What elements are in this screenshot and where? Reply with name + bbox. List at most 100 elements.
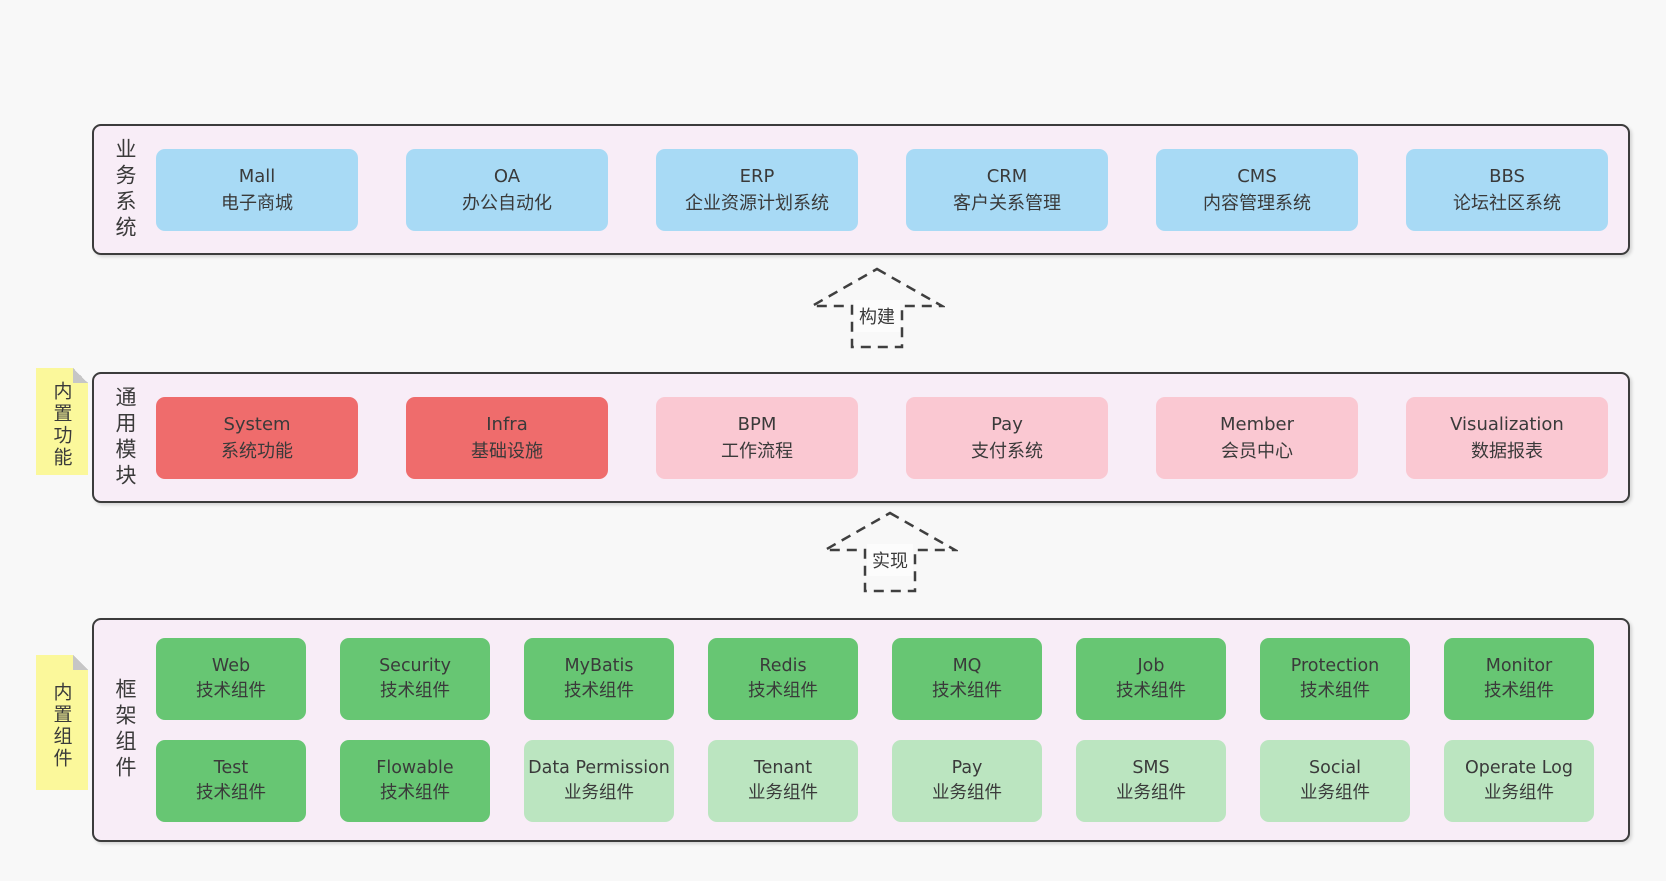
node-subtitle: 基础设施: [471, 440, 543, 462]
node-title: OA: [493, 165, 521, 187]
node-subtitle: 企业资源计划系统: [685, 192, 829, 214]
node-erp: ERP 企业资源计划系统: [656, 148, 858, 231]
node-subtitle: 业务组件: [1300, 783, 1370, 803]
node-subtitle: 业务组件: [748, 783, 818, 803]
node-title: Web: [211, 656, 251, 676]
node-title: Infra: [486, 413, 528, 435]
node-subtitle: 技术组件: [1300, 681, 1370, 701]
node-title: BPM: [737, 413, 777, 435]
node-title: SMS: [1132, 758, 1170, 778]
arrow-build: 构建: [807, 266, 947, 350]
node-operate-log: Operate Log 业务组件: [1444, 740, 1594, 822]
node-title: Security: [379, 656, 451, 676]
node-security: Security 技术组件: [340, 638, 490, 720]
business-node-row: Mall 电子商城 OA 办公自动化 ERP 企业资源计划系统 CRM 客户关系…: [156, 148, 1608, 231]
node-subtitle: 技术组件: [380, 783, 450, 803]
node-title: BBS: [1489, 165, 1525, 187]
modules-node-row: System 系统功能 Infra 基础设施 BPM 工作流程 Pay 支付系统…: [156, 396, 1608, 479]
node-pay: Pay 支付系统: [906, 396, 1108, 479]
node-subtitle: 技术组件: [380, 681, 450, 701]
node-title: Mall: [238, 165, 276, 187]
node-flowable: Flowable 技术组件: [340, 740, 490, 822]
node-subtitle: 技术组件: [196, 681, 266, 701]
node-mybatis: MyBatis 技术组件: [524, 638, 674, 720]
arrow-label: 构建: [854, 300, 900, 332]
dashed-up-arrow-icon: [820, 511, 960, 593]
node-pay-business: Pay 业务组件: [892, 740, 1042, 822]
node-cms: CMS 内容管理系统: [1156, 148, 1358, 231]
node-test: Test 技术组件: [156, 740, 306, 822]
node-title: MQ: [952, 656, 982, 676]
node-title: Flowable: [376, 758, 454, 778]
node-subtitle: 系统功能: [221, 440, 293, 462]
node-data-permission: Data Permission 业务组件: [524, 740, 674, 822]
node-subtitle: 数据报表: [1471, 440, 1543, 462]
node-title: Visualization: [1450, 413, 1564, 435]
node-job: Job 技术组件: [1076, 638, 1226, 720]
node-title: Pay: [991, 413, 1023, 435]
node-oa: OA 办公自动化: [406, 148, 608, 231]
node-title: MyBatis: [564, 656, 634, 676]
node-subtitle: 业务组件: [1484, 783, 1554, 803]
node-subtitle: 支付系统: [971, 440, 1043, 462]
node-system: System 系统功能: [156, 396, 358, 479]
node-title: Test: [213, 758, 249, 778]
node-subtitle: 业务组件: [932, 783, 1002, 803]
node-social: Social 业务组件: [1260, 740, 1410, 822]
node-title: System: [223, 413, 291, 435]
node-title: CRM: [986, 165, 1028, 187]
node-tenant: Tenant 业务组件: [708, 740, 858, 822]
node-title: Pay: [951, 758, 983, 778]
node-title: Social: [1309, 758, 1361, 778]
node-title: Operate Log: [1464, 758, 1574, 778]
node-sms: SMS 业务组件: [1076, 740, 1226, 822]
components-node-grid: Web 技术组件 Security 技术组件 MyBatis 技术组件 Redi…: [156, 638, 1594, 822]
node-subtitle: 会员中心: [1221, 440, 1293, 462]
node-redis: Redis 技术组件: [708, 638, 858, 720]
node-subtitle: 业务组件: [1116, 783, 1186, 803]
node-web: Web 技术组件: [156, 638, 306, 720]
layer-framework-components: 框架组件 Web 技术组件 Security 技术组件 MyBatis 技术组件…: [92, 618, 1630, 842]
node-subtitle: 技术组件: [932, 681, 1002, 701]
node-title: Data Permission: [528, 758, 670, 778]
layer-label: 框架组件: [113, 678, 137, 782]
node-monitor: Monitor 技术组件: [1444, 638, 1594, 720]
node-subtitle: 技术组件: [1484, 681, 1554, 701]
node-title: Protection: [1290, 656, 1380, 676]
node-crm: CRM 客户关系管理: [906, 148, 1108, 231]
node-title: Monitor: [1485, 656, 1553, 676]
layer-business-systems: 业务系统 Mall 电子商城 OA 办公自动化 ERP 企业资源计划系统 CRM…: [92, 124, 1630, 255]
node-title: Redis: [759, 656, 807, 676]
sticky-note-label: 内置功能: [50, 380, 73, 469]
node-infra: Infra 基础设施: [406, 396, 608, 479]
node-mall: Mall 电子商城: [156, 148, 358, 231]
sticky-note-built-in-functions: 内置功能: [36, 368, 88, 475]
arrow-implement: 实现: [820, 510, 960, 594]
node-subtitle: 电子商城: [221, 192, 293, 214]
sticky-note-built-in-components: 内置组件: [36, 655, 88, 790]
node-subtitle: 技术组件: [196, 783, 266, 803]
node-subtitle: 技术组件: [564, 681, 634, 701]
note-fold-icon: [73, 368, 88, 383]
node-title: CMS: [1237, 165, 1277, 187]
node-title: Tenant: [753, 758, 813, 778]
node-title: Member: [1219, 413, 1295, 435]
node-subtitle: 技术组件: [1116, 681, 1186, 701]
node-subtitle: 客户关系管理: [953, 192, 1061, 214]
node-subtitle: 内容管理系统: [1203, 192, 1311, 214]
sticky-note-label: 内置组件: [50, 681, 73, 770]
node-bpm: BPM 工作流程: [656, 396, 858, 479]
layer-label: 通用模块: [113, 385, 137, 490]
node-subtitle: 业务组件: [564, 783, 634, 803]
node-subtitle: 技术组件: [748, 681, 818, 701]
node-subtitle: 工作流程: [721, 440, 793, 462]
node-mq: MQ 技术组件: [892, 638, 1042, 720]
node-bbs: BBS 论坛社区系统: [1406, 148, 1608, 231]
node-subtitle: 论坛社区系统: [1453, 192, 1561, 214]
dashed-up-arrow-icon: [807, 267, 947, 349]
layer-label: 业务系统: [113, 137, 137, 242]
note-fold-icon: [73, 655, 88, 670]
node-title: ERP: [739, 165, 775, 187]
layer-common-modules: 通用模块 System 系统功能 Infra 基础设施 BPM 工作流程 Pay…: [92, 372, 1630, 503]
